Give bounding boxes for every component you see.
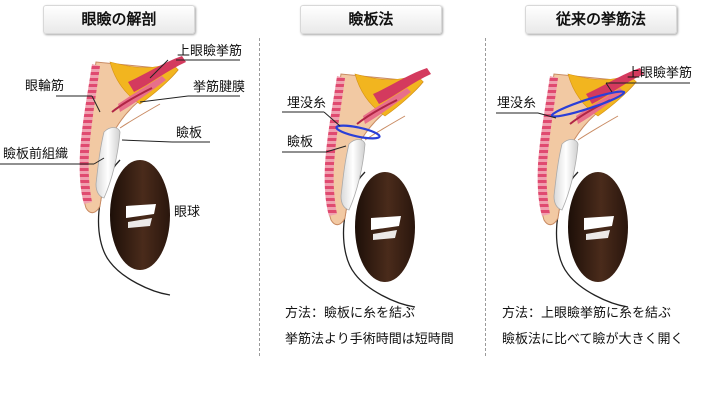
buried-suture-loop-levator [550, 90, 626, 118]
caption-levator-line-1: 方法：上眼瞼挙筋に糸を結ぶ [502, 306, 672, 321]
panel-title-levator-method: 従来の挙筋法 [525, 5, 677, 34]
label-tarsus-2: 瞼板 [287, 135, 314, 150]
leader-levator [149, 59, 169, 79]
label-levator-muscle: 上眼瞼挙筋 [177, 44, 243, 59]
label-eyeball: 眼球 [174, 205, 201, 220]
divider-right [485, 38, 486, 356]
label-levator-muscle-3: 上眼瞼挙筋 [627, 66, 693, 81]
caption-tarsal-line-1: 方法：瞼板に糸を結ぶ [285, 306, 416, 321]
panel-title-tarsal-method: 瞼板法 [300, 5, 442, 34]
panel-title-anatomy: 眼瞼の解剖 [43, 5, 195, 34]
label-tarsus: 瞼板 [176, 126, 203, 141]
label-pretarsal-tissue: 瞼板前組織 [3, 147, 69, 162]
label-buried-suture-3: 埋没糸 [497, 96, 537, 111]
label-aponeurosis: 挙筋腱膜 [193, 80, 246, 95]
label-orbicularis: 眼輪筋 [25, 79, 65, 94]
buried-suture-loop [335, 124, 381, 140]
leader-aponeurosis [139, 95, 189, 103]
label-buried-suture: 埋没糸 [287, 96, 327, 111]
divider-left [259, 38, 260, 356]
caption-tarsal-line-2: 挙筋法より手術時間は短時間 [285, 332, 454, 347]
leader-tarsus [121, 139, 173, 143]
caption-levator-line-2: 瞼板法に比べて瞼が大きく開く [502, 332, 684, 347]
